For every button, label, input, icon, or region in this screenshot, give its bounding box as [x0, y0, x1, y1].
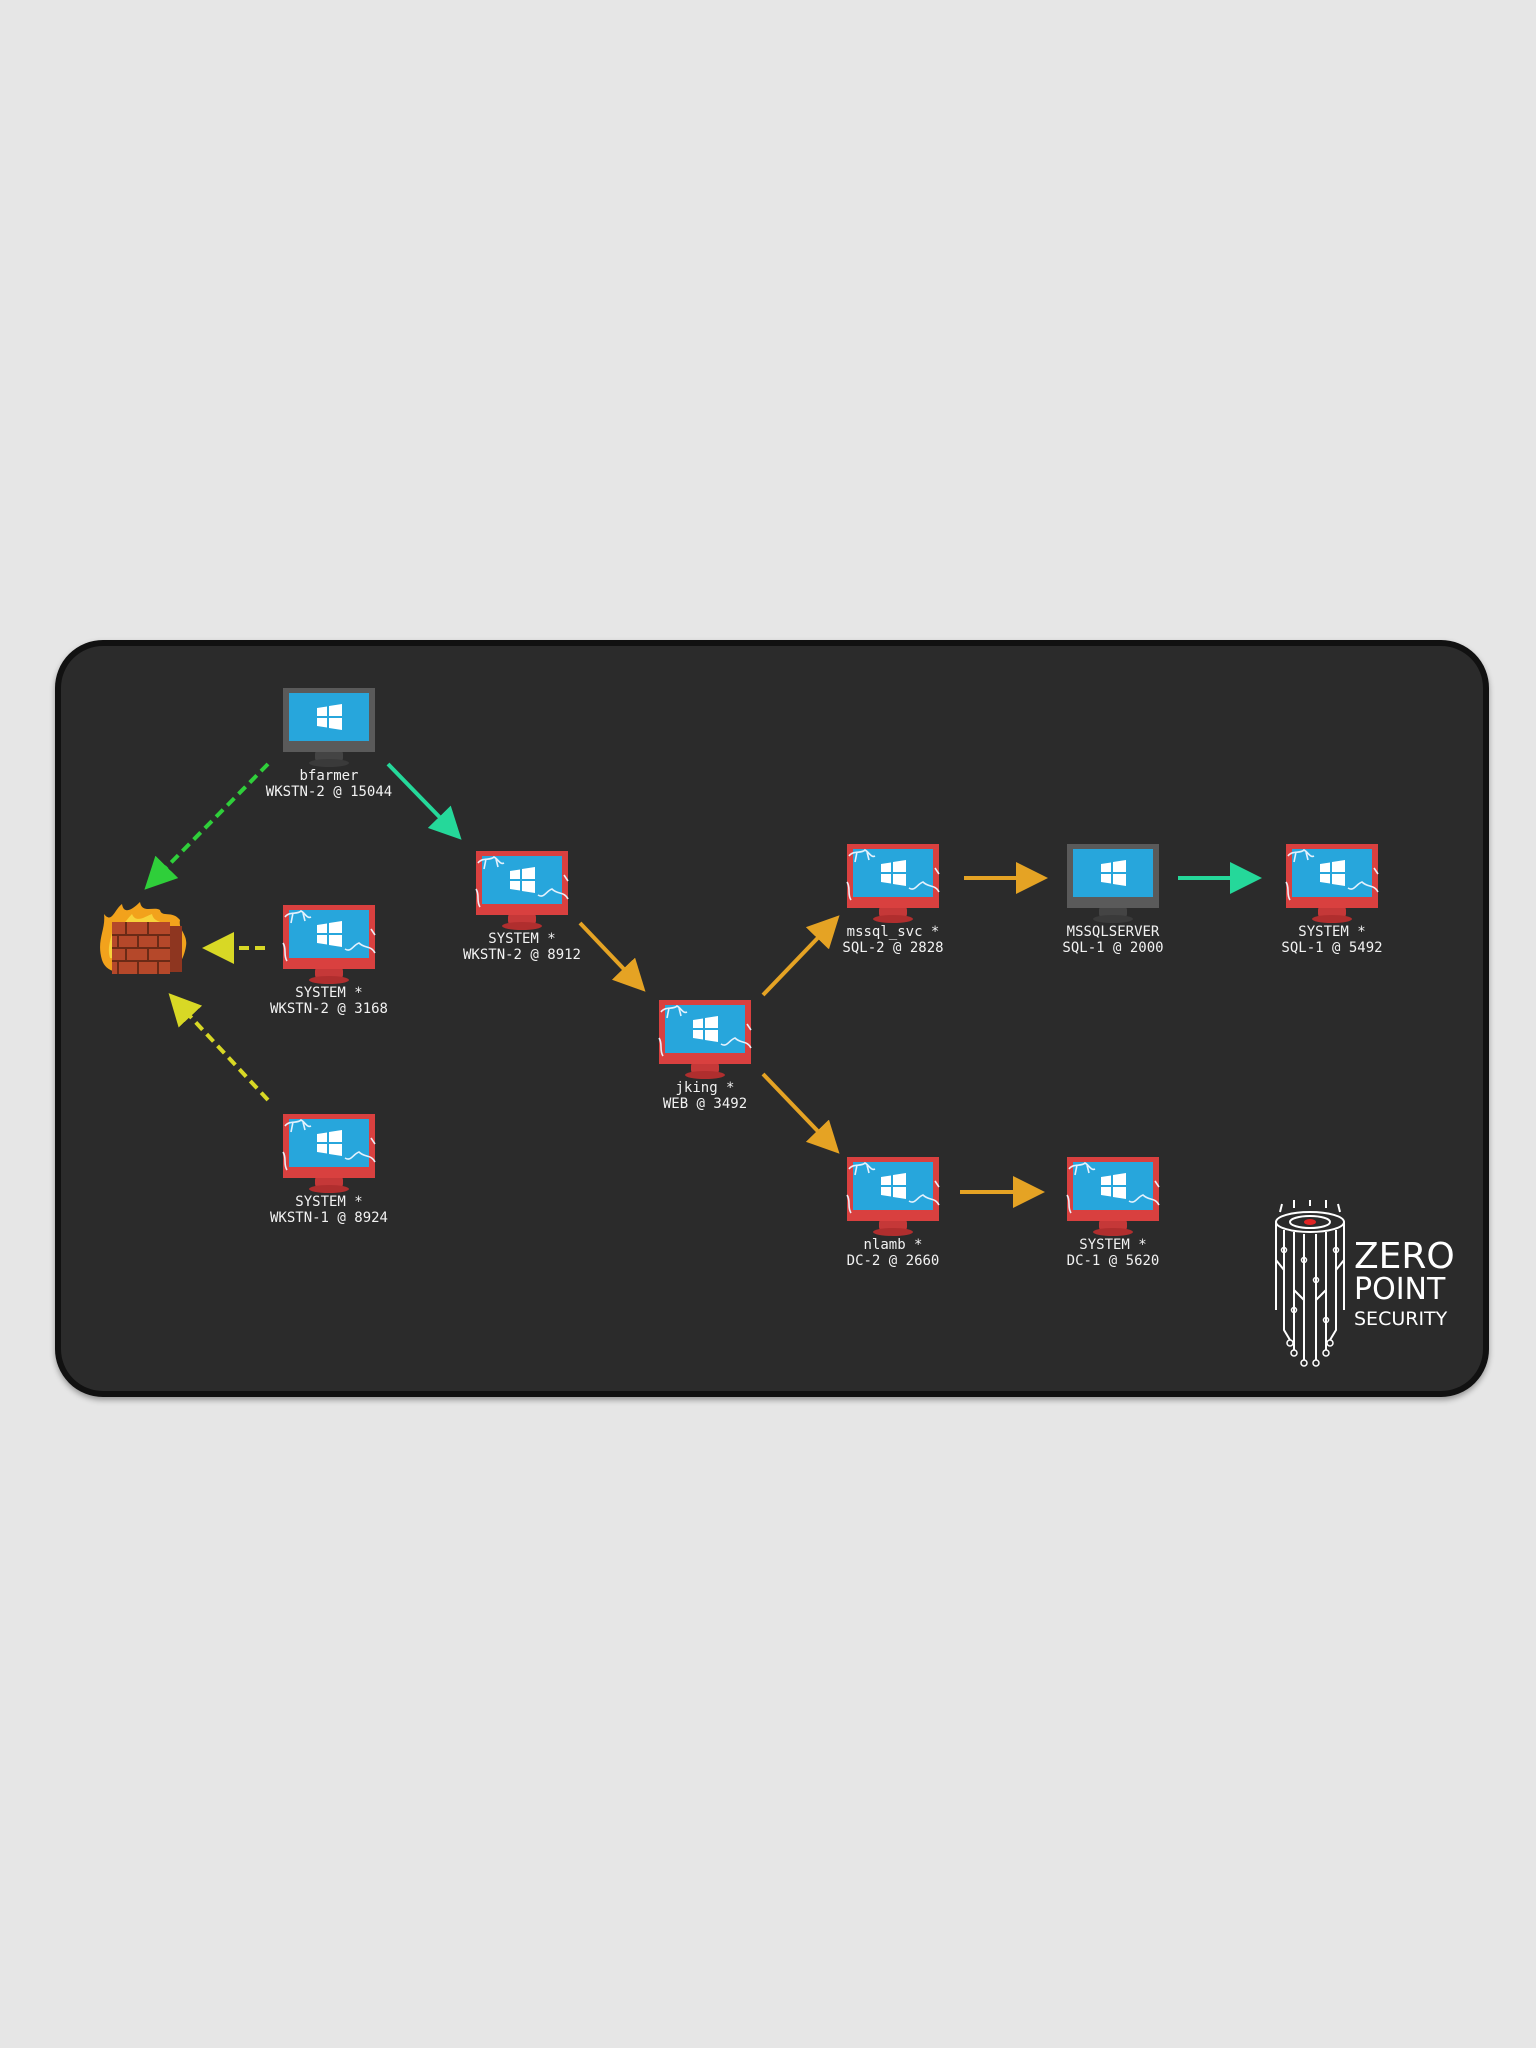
node-host: SQL-1 @ 5492: [1281, 940, 1383, 956]
node-dc2-2660[interactable]: nlamb * DC-2 @ 2660: [793, 1155, 993, 1269]
compromised-workstation-icon: [1285, 844, 1379, 923]
node-user: bfarmer: [299, 768, 359, 784]
node-user: SYSTEM *: [1079, 1237, 1147, 1253]
node-host: DC-1 @ 5620: [1066, 1253, 1160, 1269]
node-user: mssql_svc *: [846, 924, 940, 940]
node-user: SYSTEM *: [1298, 924, 1366, 940]
logo-zero: ZERO: [1354, 1236, 1455, 1277]
node-user: jking *: [675, 1080, 735, 1096]
node-user: nlamb *: [863, 1237, 923, 1253]
compromised-workstation-icon: [1066, 1157, 1160, 1236]
node-web-3492[interactable]: jking * WEB @ 3492: [605, 998, 805, 1112]
node-user: MSSQLSERVER: [1066, 924, 1160, 940]
zero-point-security-logo: ZERO POINT SECURITY: [1270, 1200, 1470, 1370]
compromised-workstation-icon: [475, 851, 569, 930]
node-wkstn2-8912[interactable]: SYSTEM * WKSTN-2 @ 8912: [422, 849, 622, 963]
node-wkstn2-3168[interactable]: SYSTEM * WKSTN-2 @ 3168: [229, 903, 429, 1017]
node-dc1-5620[interactable]: SYSTEM * DC-1 @ 5620: [1013, 1155, 1213, 1269]
node-host: DC-2 @ 2660: [846, 1253, 940, 1269]
compromised-workstation-icon: [846, 1157, 940, 1236]
windows-workstation-icon: [1067, 844, 1159, 923]
compromised-workstation-icon: [846, 844, 940, 923]
compromised-workstation-icon: [282, 905, 376, 984]
node-host: WKSTN-2 @ 8912: [462, 947, 581, 963]
node-sql1-5492[interactable]: SYSTEM * SQL-1 @ 5492: [1232, 842, 1432, 956]
node-host: WKSTN-2 @ 15044: [265, 784, 393, 800]
node-host: WEB @ 3492: [662, 1096, 748, 1112]
logo-security: SECURITY: [1354, 1308, 1448, 1330]
burning-firewall-icon: [100, 902, 187, 974]
node-user: SYSTEM *: [488, 931, 556, 947]
node-host: SQL-2 @ 2828: [842, 940, 944, 956]
node-bfarmer[interactable]: bfarmer WKSTN-2 @ 15044: [229, 686, 429, 800]
desk-mat: [55, 640, 1489, 1397]
node-user: SYSTEM *: [295, 985, 363, 1001]
node-host: WKSTN-1 @ 8924: [269, 1210, 388, 1226]
windows-workstation-icon: [283, 688, 375, 767]
node-sql1-2000[interactable]: MSSQLSERVER SQL-1 @ 2000: [1013, 842, 1213, 956]
node-sql2-2828[interactable]: mssql_svc * SQL-2 @ 2828: [793, 842, 993, 956]
compromised-workstation-icon: [658, 1000, 752, 1079]
compromised-workstation-icon: [282, 1114, 376, 1193]
node-host: SQL-1 @ 2000: [1062, 940, 1164, 956]
node-host: WKSTN-2 @ 3168: [269, 1001, 388, 1017]
logo-point: POINT: [1354, 1272, 1446, 1307]
node-wkstn1-8924[interactable]: SYSTEM * WKSTN-1 @ 8924: [229, 1112, 429, 1226]
circuit-tower-icon: [1275, 1200, 1345, 1367]
node-user: SYSTEM *: [295, 1194, 363, 1210]
